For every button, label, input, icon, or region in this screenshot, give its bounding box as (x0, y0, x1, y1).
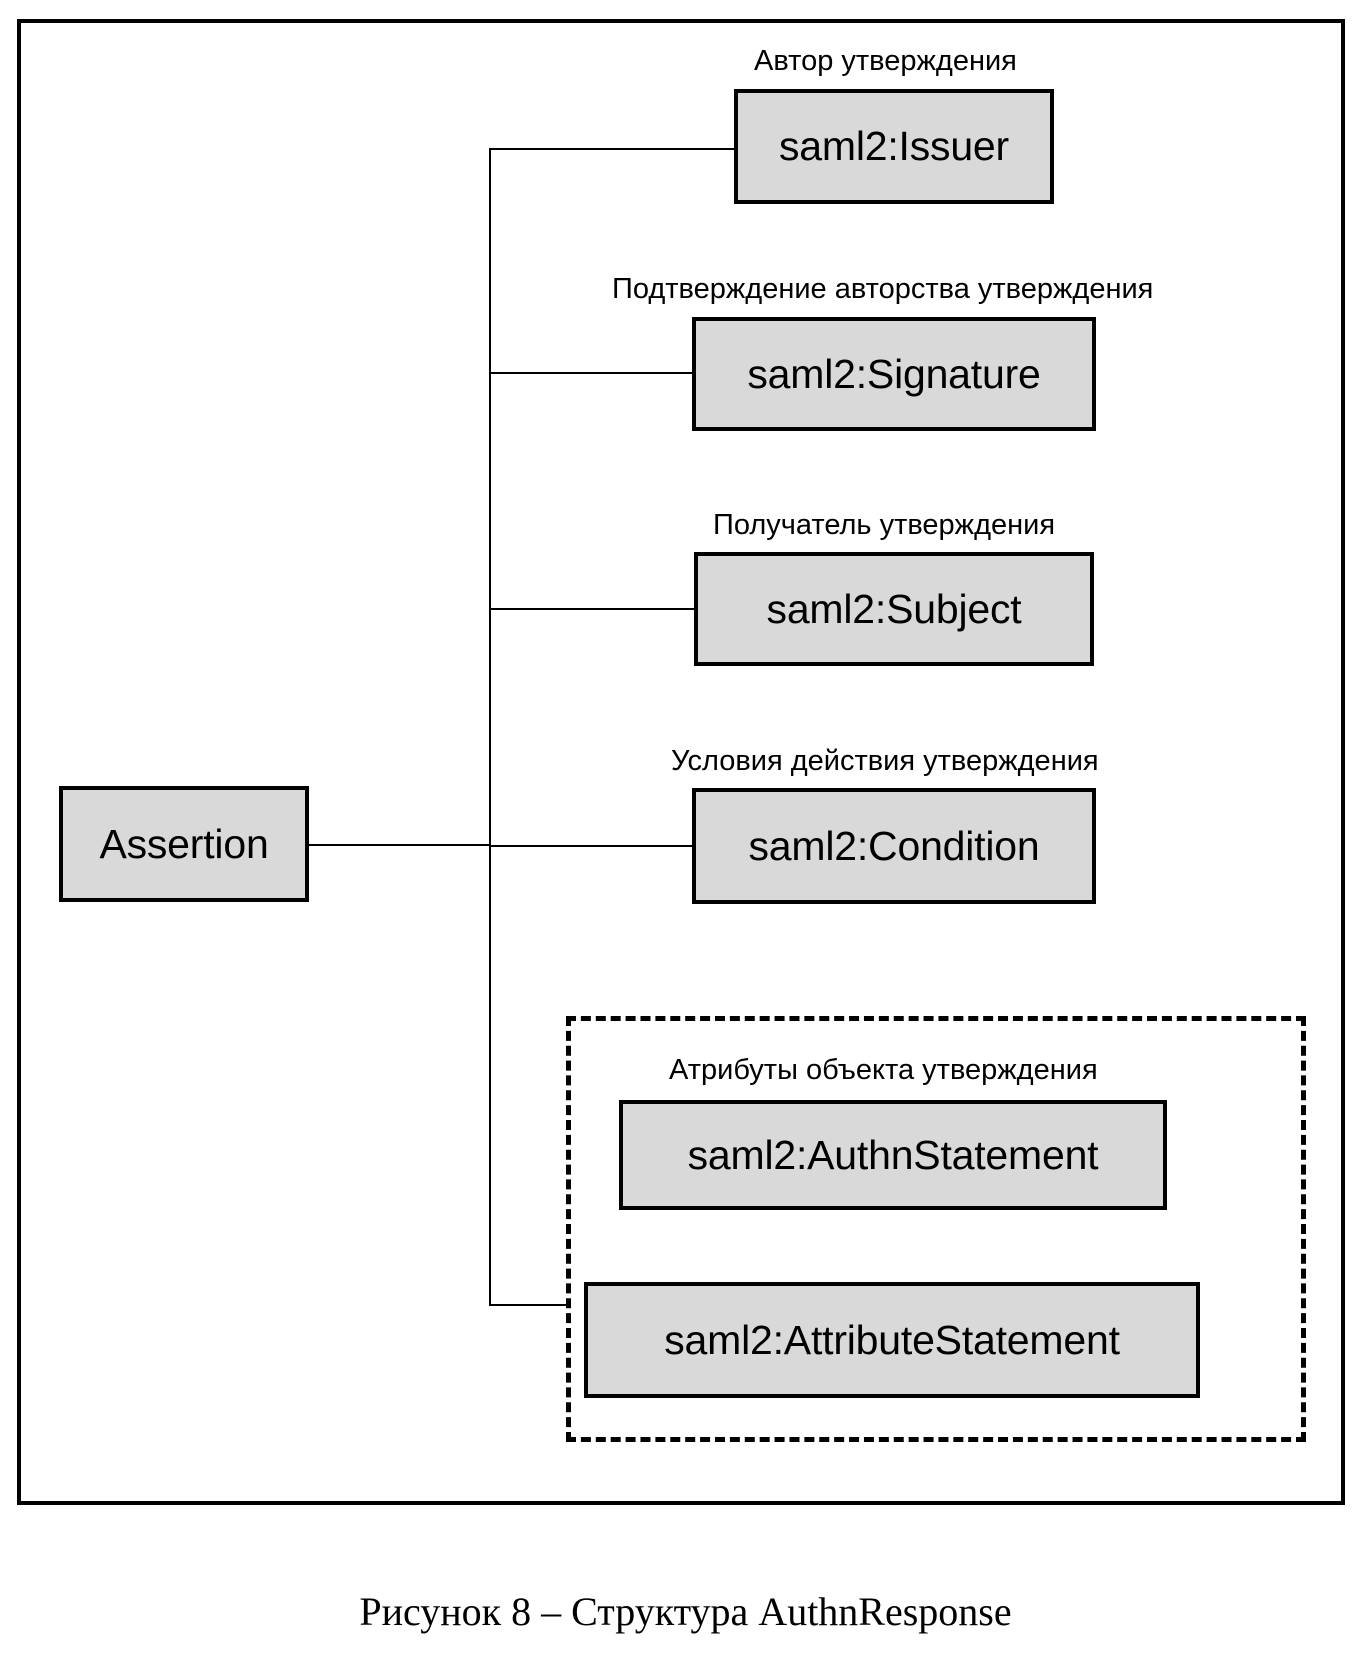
connector-trunk-vertical (489, 148, 491, 1304)
node-assertion-label: Assertion (99, 820, 269, 867)
node-saml2-condition-label: saml2:Condition (748, 822, 1040, 869)
node-saml2-signature[interactable]: saml2:Signature (692, 317, 1096, 431)
node-assertion[interactable]: Assertion (59, 786, 309, 902)
node-saml2-attributestatement[interactable]: saml2:AttributeStatement (584, 1282, 1200, 1398)
caption-signature: Подтверждение авторства утверждения (612, 273, 1154, 305)
node-saml2-authnstatement-label: saml2:AuthnStatement (687, 1131, 1099, 1178)
connector-branch-condition (489, 845, 692, 847)
node-saml2-authnstatement[interactable]: saml2:AuthnStatement (619, 1100, 1167, 1210)
node-saml2-subject[interactable]: saml2:Subject (694, 552, 1094, 666)
connector-branch-statements-group (489, 1304, 566, 1306)
node-saml2-issuer-label: saml2:Issuer (778, 123, 1009, 169)
node-saml2-attributestatement-label: saml2:AttributeStatement (664, 1316, 1120, 1363)
node-saml2-issuer[interactable]: saml2:Issuer (734, 89, 1054, 204)
connector-branch-signature (489, 372, 692, 374)
caption-condition: Условия действия утверждения (671, 745, 1099, 777)
figure-frame: Assertion Автор утверждения saml2:Issuer… (17, 19, 1345, 1505)
node-saml2-condition[interactable]: saml2:Condition (692, 788, 1096, 904)
node-saml2-subject-label: saml2:Subject (766, 585, 1022, 632)
connector-assertion-to-trunk (307, 844, 491, 846)
connector-branch-subject (489, 608, 694, 610)
caption-statements-group: Атрибуты объекта утверждения (669, 1054, 1098, 1086)
caption-issuer: Автор утверждения (754, 45, 1017, 77)
connector-branch-issuer (489, 148, 734, 150)
caption-subject: Получатель утверждения (713, 509, 1056, 541)
statements-group-box (566, 1016, 1306, 1442)
figure-caption: Рисунок 8 – Структура AuthnResponse (359, 1589, 1012, 1634)
node-saml2-signature-label: saml2:Signature (747, 350, 1041, 397)
